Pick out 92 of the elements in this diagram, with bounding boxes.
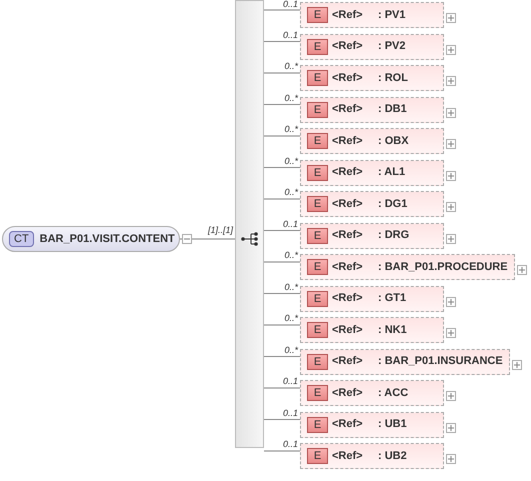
cardinality-label: 0..* xyxy=(284,251,298,260)
element-badge: E xyxy=(307,290,328,306)
element-badge: E xyxy=(307,354,328,370)
element-box xyxy=(300,348,510,374)
element-name: : BAR_P01.INSURANCE xyxy=(378,354,503,370)
element-name: : DG1 xyxy=(378,196,408,212)
cardinality-label: 0..1 xyxy=(282,0,298,9)
element-box xyxy=(300,317,444,343)
element-name: : DRG xyxy=(378,228,410,244)
ref-label: <Ref> xyxy=(332,196,364,212)
ref-label: <Ref> xyxy=(332,448,364,464)
cardinality-label: 0..* xyxy=(284,62,298,71)
ref-label: <Ref> xyxy=(332,39,364,54)
element-badge: E xyxy=(307,7,328,23)
connector-line xyxy=(264,72,300,74)
cardinality-label: 0..* xyxy=(284,188,298,197)
element-badge: E xyxy=(307,164,328,180)
element-badge: E xyxy=(307,228,328,244)
element-box xyxy=(300,443,444,469)
ref-label: <Ref> xyxy=(332,70,364,86)
connector-line xyxy=(264,104,300,105)
ref-label: <Ref> xyxy=(332,8,364,23)
connector-line xyxy=(264,450,300,452)
element-name: : OBX xyxy=(378,134,409,149)
element-name: : UB2 xyxy=(378,448,407,464)
element-badge: E xyxy=(307,416,328,432)
element-name: : NK1 xyxy=(378,322,407,338)
element-badge: E xyxy=(307,259,328,275)
element-badge: E xyxy=(307,322,328,338)
element-box xyxy=(300,160,444,186)
cardinality-label: 0..* xyxy=(284,314,298,323)
ref-label: <Ref> xyxy=(332,165,364,180)
connector-line xyxy=(264,293,300,294)
element-name: : ROL xyxy=(378,70,408,86)
element-box xyxy=(300,412,444,438)
connector-line xyxy=(264,419,300,420)
element-name: : PV2 xyxy=(378,39,406,54)
connector-line xyxy=(264,230,300,231)
ref-label: <Ref> xyxy=(332,417,364,432)
cardinality-label: 0..* xyxy=(284,346,298,354)
element-badge: E xyxy=(307,133,328,149)
element-name: : BAR_P01.PROCEDURE xyxy=(378,260,508,275)
element-name: : PV1 xyxy=(378,8,406,23)
cardinality-label: 0..1 xyxy=(282,408,298,418)
ref-label: <Ref> xyxy=(332,102,364,118)
cardinality-label: [1]..[1] xyxy=(208,226,233,235)
element-box xyxy=(300,191,444,217)
ref-label: <Ref> xyxy=(332,228,364,244)
element-badge: E xyxy=(307,385,328,401)
element-name: : ACC xyxy=(378,386,408,401)
element-box xyxy=(300,286,444,312)
connector-line xyxy=(264,41,300,42)
ref-label: <Ref> xyxy=(332,291,364,306)
element-box xyxy=(300,128,444,154)
ref-label: <Ref> xyxy=(332,322,364,338)
complex-type-box xyxy=(2,226,180,252)
element-badge: E xyxy=(307,448,328,464)
cardinality-label: 0..1 xyxy=(282,377,298,386)
cardinality-label: 0..1 xyxy=(282,30,298,40)
element-badge: E xyxy=(307,102,328,118)
type-badge: CT xyxy=(9,231,34,247)
element-box xyxy=(300,34,444,60)
element-box xyxy=(300,2,444,28)
ref-label: <Ref> xyxy=(332,386,364,401)
element-box xyxy=(300,96,444,122)
connector-line xyxy=(264,198,300,200)
cardinality-label: 0..* xyxy=(284,125,298,134)
element-badge: E xyxy=(307,38,328,54)
cardinality-label: 0..* xyxy=(284,156,298,166)
element-name: : DB1 xyxy=(378,102,407,118)
element-name: : GT1 xyxy=(378,291,406,306)
cardinality-label: 0..* xyxy=(284,94,298,102)
ref-label: <Ref> xyxy=(332,134,364,149)
element-box xyxy=(300,380,444,406)
connector-line xyxy=(264,356,300,357)
connector-line xyxy=(180,238,236,240)
sequence-bar xyxy=(235,0,264,448)
type-name: BAR_P01.VISIT.CONTENT xyxy=(40,232,175,247)
connector-line xyxy=(264,167,300,168)
element-box xyxy=(300,222,444,248)
element-box xyxy=(300,65,444,91)
connector-line xyxy=(264,324,300,326)
ref-label: <Ref> xyxy=(332,260,364,275)
cardinality-label: 0..* xyxy=(284,282,298,292)
cardinality-label: 0..1 xyxy=(282,220,298,228)
element-name: : AL1 xyxy=(378,165,406,180)
element-badge: E xyxy=(307,70,328,86)
cardinality-label: 0..1 xyxy=(282,440,298,449)
element-badge: E xyxy=(307,196,328,212)
element-name: : UB1 xyxy=(378,417,407,432)
element-box xyxy=(300,254,515,280)
ref-label: <Ref> xyxy=(332,354,364,370)
